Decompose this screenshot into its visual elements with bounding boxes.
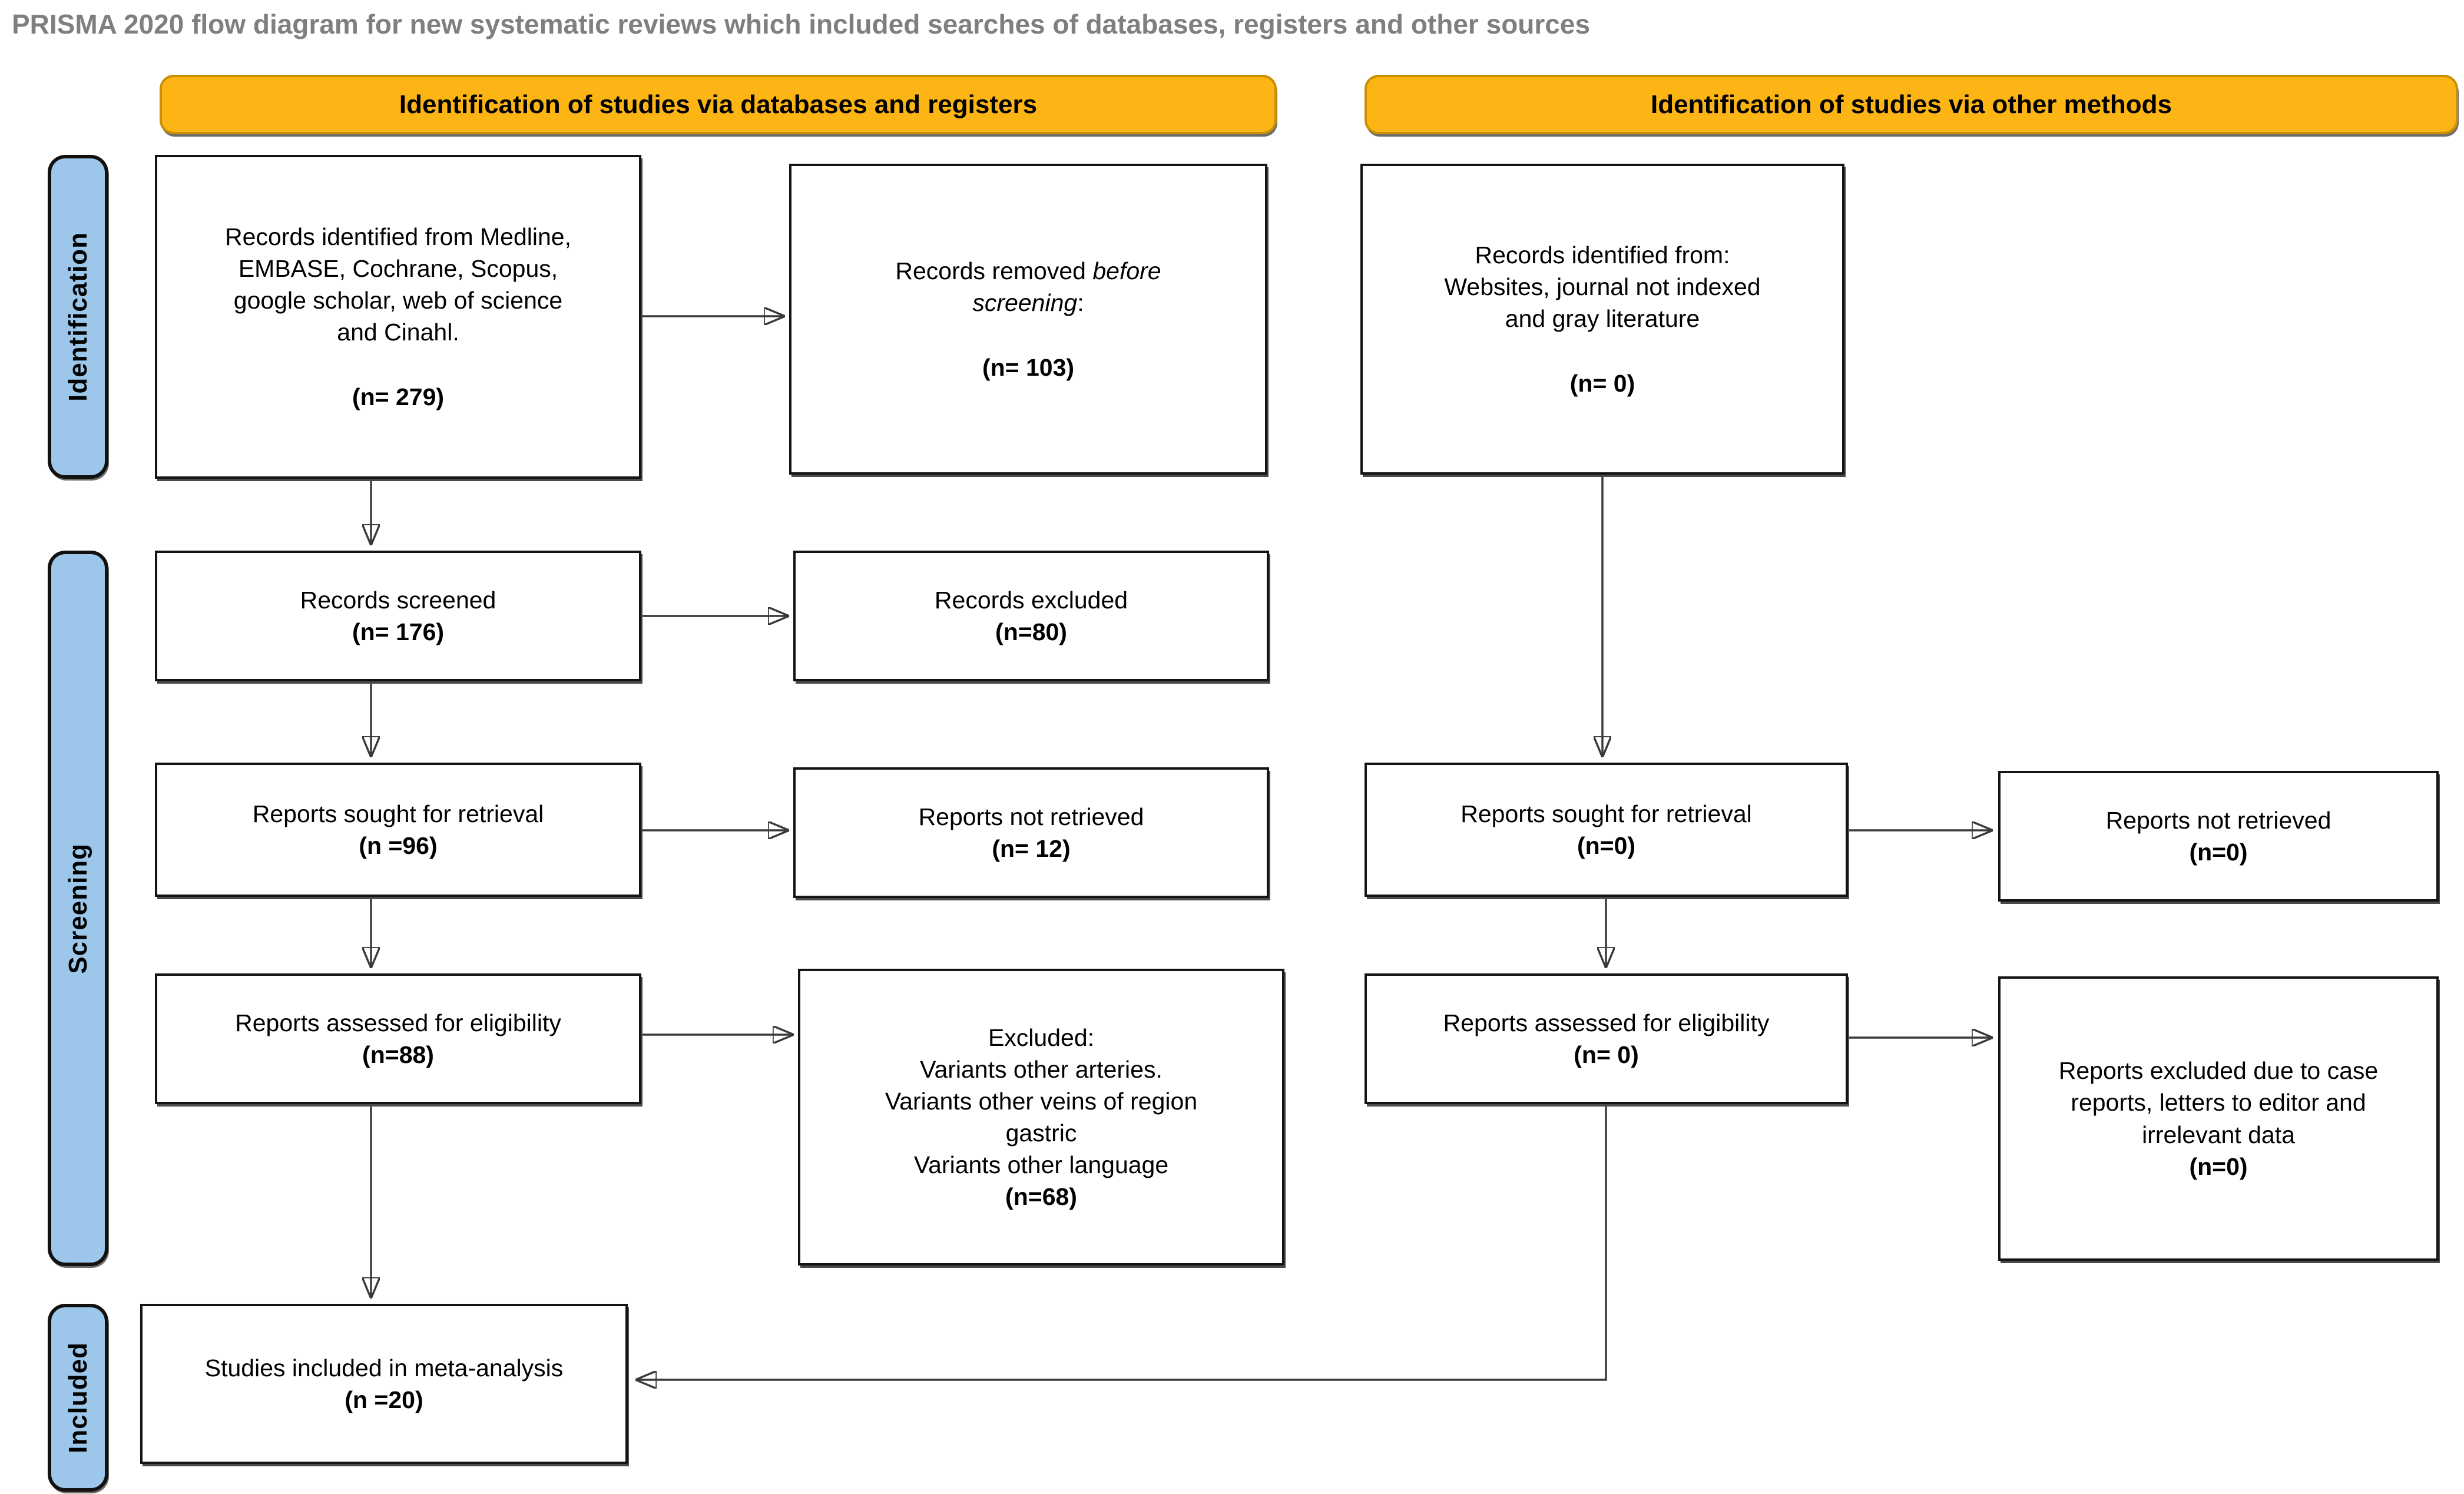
box-reports-assessed-databases: Reports assessed for eligibility (n=88) — [155, 973, 641, 1104]
stage-identification-label: Identification — [63, 232, 92, 402]
reports-not-retrieved-databases-count: (n= 12) — [992, 835, 1071, 862]
stage-identification: Identification — [48, 155, 108, 479]
reports-excluded-other-count: (n=0) — [2189, 1152, 2248, 1180]
studies-included-text: Studies included in meta-analysis — [204, 1354, 564, 1382]
reports-assessed-other-text: Reports assessed for eligibility — [1443, 1009, 1770, 1036]
box-records-excluded: Records excluded (n=80) — [793, 551, 1269, 681]
records-identified-other-count: (n= 0) — [1569, 370, 1635, 397]
box-records-removed: Records removed before screening: (n= 10… — [789, 164, 1267, 475]
box-studies-included: Studies included in meta-analysis (n =20… — [140, 1304, 628, 1464]
records-removed-text-italic: before screening — [972, 257, 1161, 316]
excluded-reasons-count: (n=68) — [1005, 1183, 1077, 1211]
reports-not-retrieved-other-count: (n=0) — [2189, 839, 2248, 866]
reports-sought-other-text: Reports sought for retrieval — [1460, 800, 1752, 827]
records-screened-count: (n= 176) — [352, 618, 445, 645]
reports-excluded-other-text: Reports excluded due to case reports, le… — [2058, 1057, 2379, 1148]
records-identified-text: Records identified from Medline, EMBASE,… — [225, 223, 571, 346]
records-screened-text: Records screened — [300, 586, 496, 614]
header-databases-registers: Identification of studies via databases … — [160, 75, 1277, 134]
studies-included-count: (n =20) — [345, 1386, 423, 1413]
reports-not-retrieved-databases-text: Reports not retrieved — [918, 803, 1144, 830]
records-identified-count: (n= 279) — [352, 383, 445, 411]
records-excluded-text: Records excluded — [934, 586, 1128, 614]
reports-assessed-databases-text: Reports assessed for eligibility — [235, 1009, 561, 1036]
reports-assessed-databases-count: (n=88) — [362, 1041, 434, 1068]
box-reports-assessed-other: Reports assessed for eligibility (n= 0) — [1365, 973, 1848, 1104]
page-title: PRISMA 2020 flow diagram for new systema… — [12, 9, 1591, 39]
stage-screening: Screening — [48, 551, 108, 1266]
stage-screening-label: Screening — [63, 843, 92, 974]
reports-sought-other-count: (n=0) — [1577, 832, 1636, 859]
box-reports-excluded-other: Reports excluded due to case reports, le… — [1998, 976, 2439, 1261]
records-excluded-count: (n=80) — [995, 618, 1067, 645]
stage-included: Included — [48, 1304, 108, 1492]
box-reports-not-retrieved-databases: Reports not retrieved (n= 12) — [793, 767, 1269, 898]
header-databases-label: Identification of studies via databases … — [399, 90, 1038, 119]
records-removed-text-post: : — [1077, 289, 1084, 316]
box-records-screened: Records screened (n= 176) — [155, 551, 641, 681]
excluded-reasons-text: Excluded: Variants other arteries. Varia… — [885, 1023, 1198, 1179]
records-removed-text: Records removed before screening: — [852, 255, 1205, 319]
box-reports-not-retrieved-other: Reports not retrieved (n=0) — [1998, 771, 2439, 902]
records-identified-other-text: Records identified from: Websites, journ… — [1444, 241, 1761, 332]
reports-not-retrieved-other-text: Reports not retrieved — [2105, 806, 2331, 834]
reports-sought-databases-text: Reports sought for retrieval — [252, 800, 544, 827]
box-records-identified-databases: Records identified from Medline, EMBASE,… — [155, 155, 641, 479]
reports-sought-databases-count: (n =96) — [359, 832, 438, 859]
records-removed-text-pre: Records removed — [895, 257, 1093, 284]
records-removed-count: (n= 103) — [982, 354, 1075, 382]
box-reports-sought-other: Reports sought for retrieval (n=0) — [1365, 763, 1848, 897]
box-records-identified-other: Records identified from: Websites, journ… — [1360, 164, 1844, 475]
box-excluded-reasons: Excluded: Variants other arteries. Varia… — [798, 969, 1284, 1266]
header-other-label: Identification of studies via other meth… — [1651, 90, 2172, 119]
header-other-methods: Identification of studies via other meth… — [1365, 75, 2458, 134]
reports-assessed-other-count: (n= 0) — [1574, 1041, 1639, 1068]
box-reports-sought-databases: Reports sought for retrieval (n =96) — [155, 763, 641, 897]
stage-included-label: Included — [63, 1342, 92, 1453]
